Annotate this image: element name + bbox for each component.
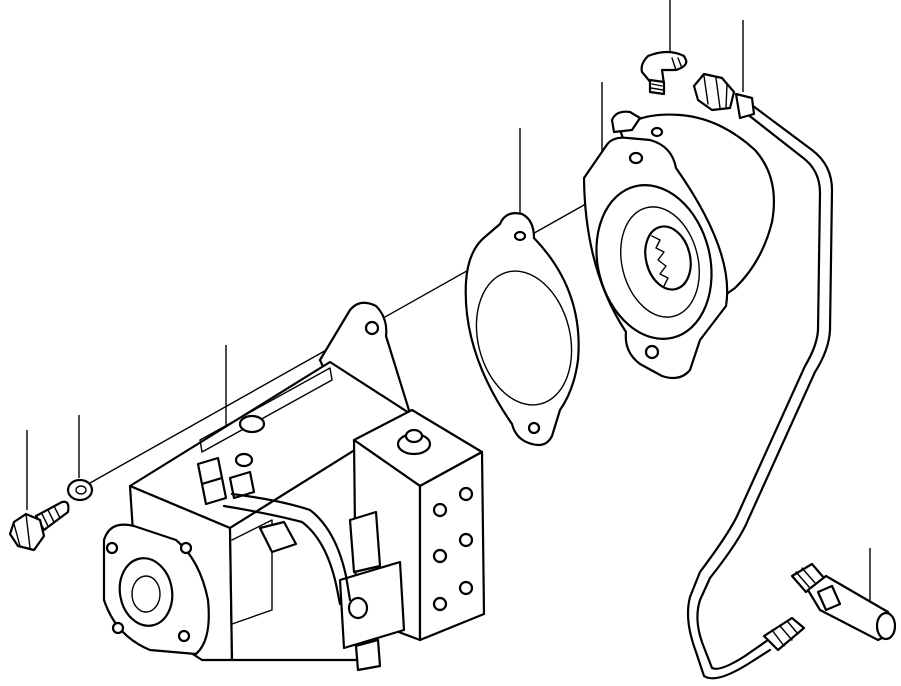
flange-bolt-4 xyxy=(177,629,191,643)
control-cap-top xyxy=(404,428,424,444)
hydraulic-tube xyxy=(686,98,834,680)
valve-port-1 xyxy=(432,502,448,518)
gasket-hole-bottom xyxy=(527,421,541,435)
flange-bolt-3 xyxy=(111,621,125,635)
gasket xyxy=(464,212,580,447)
control-block-front xyxy=(418,450,486,642)
top-port-plug xyxy=(234,452,254,468)
leader-lines xyxy=(26,0,871,615)
valve-port-5 xyxy=(432,596,448,612)
tee-connector-fitting xyxy=(790,562,897,642)
pump-ear-hole xyxy=(364,320,380,336)
connector-outlet xyxy=(875,611,897,641)
pump-top-port xyxy=(238,414,266,434)
valve-port-2 xyxy=(458,486,474,502)
washer xyxy=(66,478,94,502)
pilot-line-nut xyxy=(258,520,298,554)
relief-valve-body xyxy=(348,510,382,574)
housing-bolt-hole-bottom xyxy=(644,344,660,360)
connector-nut xyxy=(816,584,842,612)
housing-bolt-hole-top xyxy=(628,151,644,165)
bolt-thread xyxy=(34,500,70,532)
elbow-fitting xyxy=(640,50,688,96)
tube-end-fitting xyxy=(762,616,806,652)
top-fitting-3 xyxy=(228,470,256,500)
pilot-line xyxy=(230,492,352,602)
tube-nut-fitting xyxy=(692,72,756,120)
pump-flange-bore xyxy=(118,557,174,627)
housing-bore-inner xyxy=(620,206,700,318)
valve-port-4 xyxy=(458,532,474,548)
relief-valve-block xyxy=(338,560,406,650)
top-fitting-2 xyxy=(200,476,228,506)
washer-inner xyxy=(75,485,87,495)
hydraulic-pump xyxy=(102,301,486,672)
valve-port-6 xyxy=(458,580,474,596)
gasket-hole-top xyxy=(513,230,527,242)
pump-shaft xyxy=(131,575,161,613)
spline-hub xyxy=(644,225,692,291)
spline-teeth xyxy=(651,235,669,287)
bell-housing xyxy=(582,110,776,380)
washer-outer xyxy=(66,478,94,502)
tube-outer-wall xyxy=(696,98,834,670)
flange-bolt-2 xyxy=(179,541,193,555)
gasket-outer xyxy=(464,212,580,447)
housing-port-hole xyxy=(650,126,664,138)
flange-bolt-1 xyxy=(105,541,119,555)
valve-port-3 xyxy=(432,548,448,564)
tube-inner-wall xyxy=(686,108,822,680)
gasket-inner xyxy=(475,270,573,406)
hex-bolt xyxy=(8,500,70,552)
